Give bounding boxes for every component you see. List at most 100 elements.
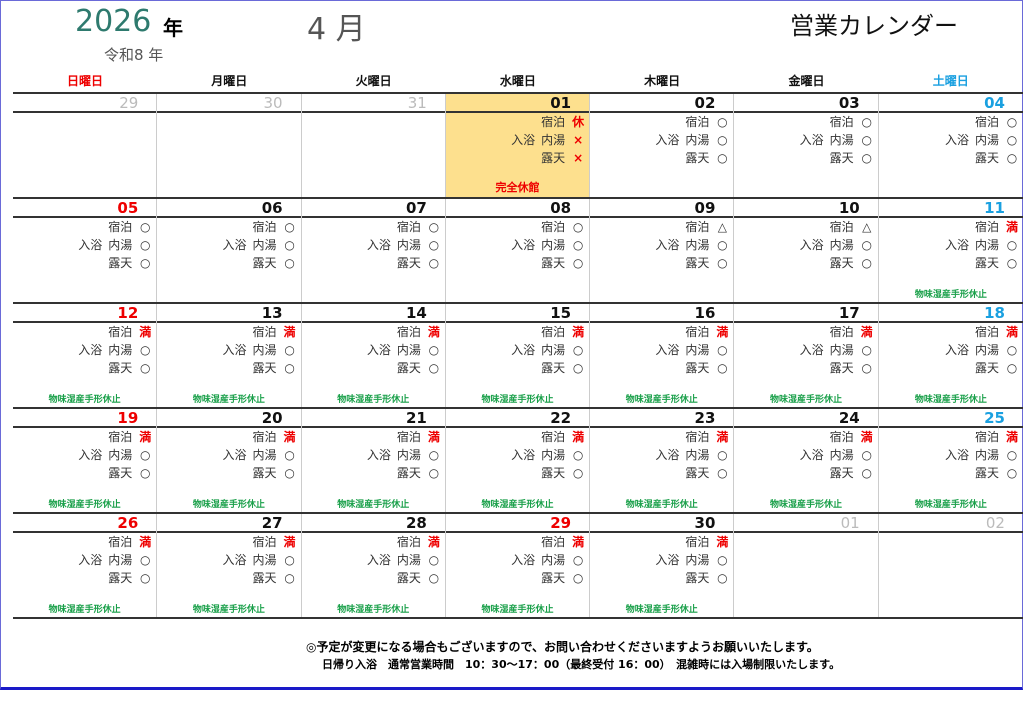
status-label: 露天 [974,256,999,270]
status-line: 露天○ [302,359,445,377]
status-line: 入浴内湯○ [302,236,445,254]
day-number: 26 [13,514,157,533]
status-label: 露天 [829,256,854,270]
status-line: 宿泊満 [13,323,156,341]
status-line: 露天○ [879,464,1023,482]
status-mark: △ [717,220,728,234]
status-label: 入浴 [944,133,969,147]
status-line: 入浴内湯○ [157,236,300,254]
status-line: 宿泊満 [879,323,1023,341]
status-line: 入浴内湯○ [13,446,156,464]
status-line: 入浴内湯○ [13,236,156,254]
status-label: 入浴 [944,238,969,252]
status-label: 内湯 [252,238,277,252]
status-label: 入浴 [366,343,391,357]
footer-notice: ◎予定が変更になる場合もございますので、お問い合わせくださいますようお願いいたし… [306,640,819,654]
day-note: 物味湿産手形休止 [625,395,698,405]
status-mark: ○ [140,238,151,252]
status-mark: ○ [572,448,584,462]
status-line: 露天○ [157,359,300,377]
status-line: 入浴内湯○ [879,446,1023,464]
status-label: 入浴 [511,553,536,567]
status-label: 内湯 [108,238,133,252]
status-label: 宿泊 [974,115,999,129]
status-label: 入浴 [799,133,824,147]
status-mark: ○ [861,238,872,252]
status-mark: ○ [572,553,584,567]
day-number: 07 [301,199,445,218]
status-mark: ○ [572,466,584,480]
status-label: 宿泊 [829,220,854,234]
status-line: 露天○ [446,359,589,377]
status-mark: ○ [1006,133,1018,147]
status-label: 宿泊 [396,220,421,234]
status-line: 入浴内湯○ [590,236,733,254]
status-label: 内湯 [685,343,710,357]
status-mark: ○ [428,466,440,480]
day-number: 28 [301,514,445,533]
status-label: 内湯 [108,448,133,462]
status-line: 宿泊満 [734,323,877,341]
status-label: 宿泊 [685,430,710,444]
weekday-header: 土曜日 [932,74,969,88]
status-mark: ○ [861,448,872,462]
status-mark: ○ [717,361,728,375]
day-note: 物味湿産手形休止 [914,500,987,510]
status-label: 露天 [396,466,421,480]
status-line: 露天○ [879,359,1023,377]
status-mark: ○ [717,571,728,585]
status-label: 入浴 [944,343,969,357]
status-label: 入浴 [78,553,103,567]
status-label: 内湯 [252,343,277,357]
day-note: 物味湿産手形休止 [48,500,121,510]
status-label: 入浴 [78,343,103,357]
status-line: 露天○ [590,569,733,587]
status-line: 宿泊満 [302,533,445,551]
closed-notice: 完全休館 [495,181,540,194]
status-mark: ○ [428,238,440,252]
page-title: 営業カレンダー [790,12,958,40]
status-label: 内湯 [108,553,133,567]
status-line: 宿泊○ [590,113,733,131]
status-label: 入浴 [78,448,103,462]
status-mark: ○ [1006,151,1018,165]
status-mark: ○ [861,256,872,270]
status-line: 入浴内湯○ [879,236,1023,254]
status-line: 露天○ [13,254,156,272]
status-label: 内湯 [974,238,999,252]
day-number: 29 [13,94,157,113]
status-mark: ○ [717,256,728,270]
status-line: 入浴内湯○ [879,131,1023,149]
status-mark: ○ [717,115,728,129]
day-note: 物味湿産手形休止 [481,605,554,615]
status-label: 内湯 [396,553,421,567]
status-label: 宿泊 [685,220,710,234]
page-frame [0,0,1023,690]
status-line: 入浴内湯× [446,131,589,149]
status-mark: ○ [572,343,584,357]
status-label: 入浴 [655,343,680,357]
day-number: 15 [445,304,590,323]
status-label: 内湯 [252,448,277,462]
day-number: 25 [878,409,1023,428]
status-line: 宿泊満 [13,533,156,551]
status-mark: ○ [428,553,440,567]
status-mark: ○ [428,220,440,234]
day-note: 物味湿産手形休止 [337,605,410,615]
day-note: 物味湿産手形休止 [770,395,843,405]
status-label: 露天 [252,361,277,375]
status-mark: ○ [572,220,584,234]
status-line: 入浴内湯○ [446,551,589,569]
status-mark: 満 [860,430,873,444]
day-note: 物味湿産手形休止 [337,500,410,510]
status-line: 露天○ [590,359,733,377]
day-number: 22 [445,409,590,428]
